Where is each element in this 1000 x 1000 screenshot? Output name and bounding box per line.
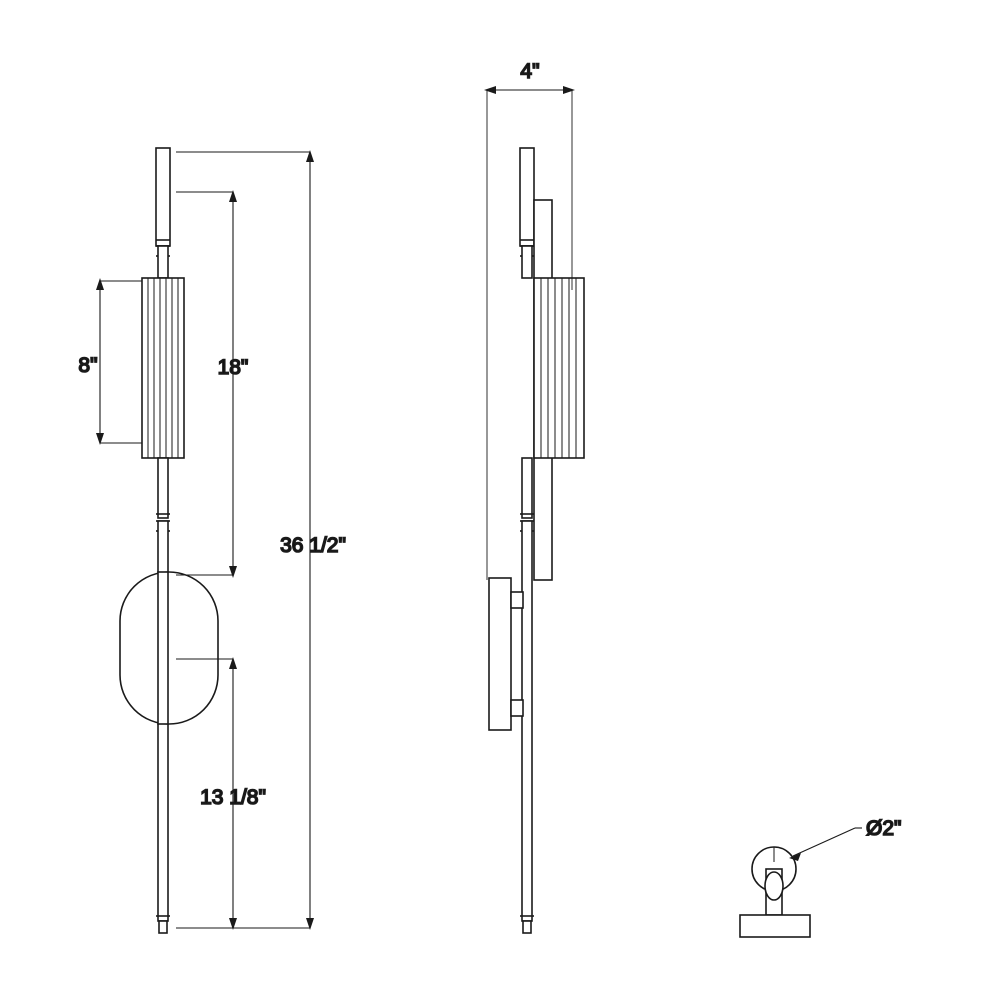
dimension-lower-segment-label: 13 1/8" bbox=[200, 786, 266, 809]
dimension-overall-height bbox=[176, 150, 314, 930]
side-rod-lower bbox=[521, 520, 533, 922]
dimension-projection bbox=[484, 86, 575, 580]
side-bottom-tip bbox=[522, 920, 532, 934]
side-plate-boss-bottom bbox=[510, 699, 524, 717]
front-top-tube bbox=[155, 147, 171, 247]
front-elevation-view bbox=[119, 147, 219, 934]
front-oval-globe bbox=[119, 571, 219, 725]
front-shade-flutes bbox=[147, 278, 179, 458]
side-top-tube bbox=[519, 147, 535, 247]
dimension-shade-height bbox=[96, 278, 142, 445]
front-rod-through-globe bbox=[157, 571, 169, 725]
dimension-lower-segment bbox=[176, 657, 310, 930]
front-rod-upper bbox=[157, 245, 169, 279]
front-bottom-tip bbox=[158, 920, 168, 934]
dimension-canopy-diameter bbox=[789, 827, 862, 861]
side-shade-flutes bbox=[540, 278, 577, 458]
side-elevation-view bbox=[488, 147, 585, 934]
dimension-upper-segment bbox=[176, 190, 237, 578]
dimension-shade-height-label: 8" bbox=[78, 354, 97, 377]
canopy-base-plate bbox=[739, 914, 811, 938]
dimension-overall-height-label: 36 1/2" bbox=[280, 534, 346, 557]
side-plate-boss-top bbox=[510, 591, 524, 609]
dimension-projection-label: 4" bbox=[520, 60, 539, 83]
side-rod-upper bbox=[521, 245, 533, 279]
side-rod-mid bbox=[521, 457, 533, 519]
dimension-upper-segment-label: 18" bbox=[218, 356, 249, 379]
canopy-detail-view bbox=[739, 846, 811, 938]
front-fluted-shade bbox=[141, 277, 185, 459]
side-wall-plate bbox=[488, 577, 512, 731]
canopy-socket bbox=[764, 871, 784, 901]
dimension-canopy-diameter-label: Ø2" bbox=[866, 817, 901, 840]
front-rod-mid bbox=[157, 457, 169, 519]
